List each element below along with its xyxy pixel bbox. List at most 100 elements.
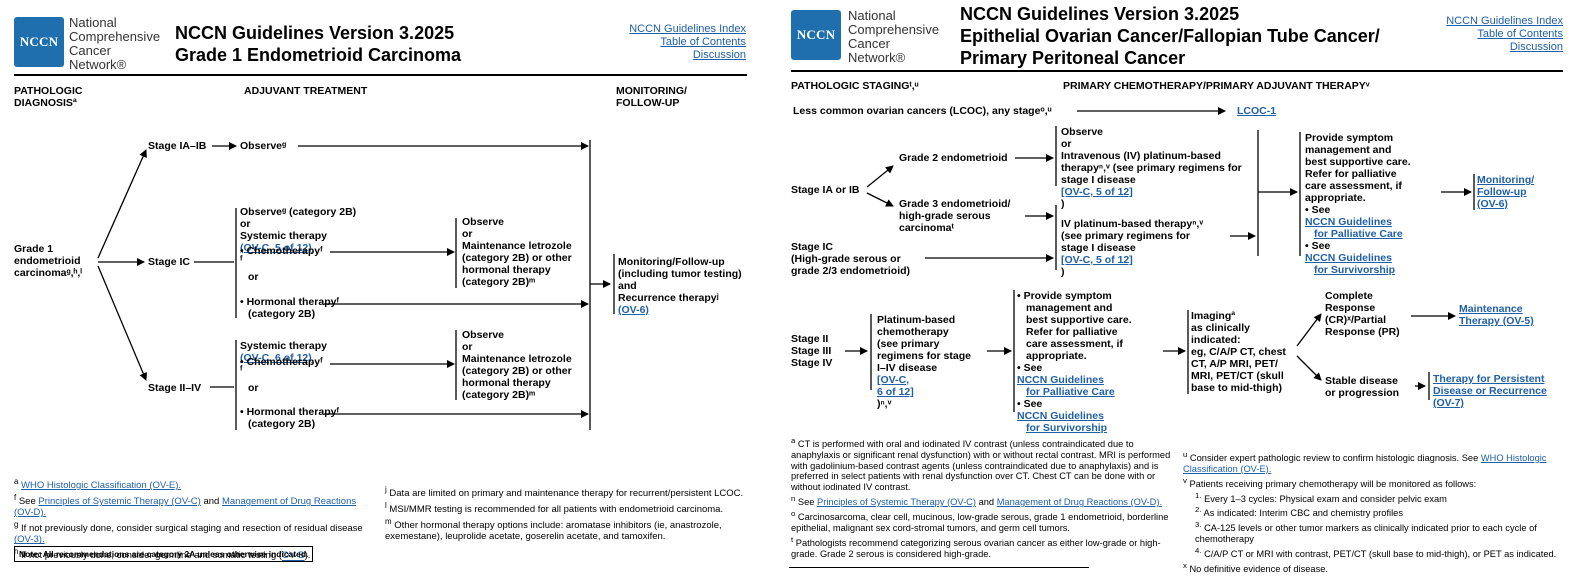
see-palliative: • See NCCN Guidelines: [1017, 362, 1132, 386]
fn-text: If not previously done, consider surgica…: [21, 523, 363, 535]
discussion-link[interactable]: Discussion: [1509, 41, 1563, 53]
symptom-line: appropriate.: [1026, 350, 1087, 362]
maint-line: hormonal therapy: [462, 377, 551, 389]
footnote-v2: 2. As indicated: Interim CBC and chemist…: [1195, 505, 1403, 519]
palliative-care-link[interactable]: for Palliative Care: [1026, 386, 1115, 398]
table-of-contents-link[interactable]: Table of Contents: [660, 36, 746, 48]
monitor-link-line[interactable]: Follow-up: [1477, 186, 1527, 198]
logo-text: NCCN: [19, 34, 59, 49]
persist-link-line[interactable]: Therapy for Persistent: [1433, 373, 1545, 385]
imaging-node: Imagingª as clinically indicated: eg, C/…: [1191, 310, 1286, 394]
stage-line: Stage II: [791, 333, 829, 345]
org-line: Comprehensive: [69, 29, 161, 44]
ov-c-6-link[interactable]: (OV-C, 6 of 12): [240, 352, 312, 364]
note-box: Note: All recommendations are category 2…: [14, 546, 314, 562]
palliative-care-link[interactable]: NCCN Guidelines: [1305, 216, 1392, 228]
survivorship-link[interactable]: NCCN Guidelines: [1017, 410, 1104, 422]
guidelines-index-link[interactable]: NCCN Guidelines Index: [1446, 15, 1563, 27]
monitor-line: and: [618, 280, 637, 292]
ov-6-link[interactable]: (OV-6): [618, 304, 649, 316]
ov-c-6-link[interactable]: 6 of 12]: [877, 386, 914, 398]
plat-line: chemotherapy: [877, 326, 949, 338]
grade3-line: high-grade serous: [899, 210, 991, 222]
obs-text: stage I disease: [1061, 174, 1136, 186]
symptom-line: best supportive care.: [1026, 314, 1132, 326]
guidelines-index-link[interactable]: NCCN Guidelines Index: [629, 23, 746, 35]
monitor-line: Monitoring/Follow-up: [618, 256, 725, 268]
footnote-v1: 1. Every 1–3 cycles: Physical exam and c…: [1195, 490, 1447, 504]
monitor-link-line[interactable]: Monitoring/: [1477, 174, 1535, 186]
iv-platinum-node: IV platinum-based therapyⁿ,ᵛ (see primar…: [1061, 218, 1203, 278]
monitoring-followup-link[interactable]: Monitoring/ Follow-up (OV-6): [1477, 174, 1534, 210]
palliative-care-link[interactable]: for Palliative Care: [1314, 228, 1403, 240]
symptom-care-node: Provide symptom management and best supp…: [1305, 132, 1411, 276]
platinum-chemo-node: Platinum-based chemotherapy (see primary…: [877, 314, 971, 410]
grade2-node: Grade 2 endometrioid: [899, 152, 1008, 164]
monitor-link-line[interactable]: (OV-6): [1477, 198, 1508, 210]
see-palliative: • See NCCN Guidelines: [1305, 204, 1411, 228]
drug-reactions-link[interactable]: Management of Drug Reactions (OV-D).: [996, 497, 1163, 508]
systemic-therapy-link[interactable]: Principles of Systemic Therapy (OV-C): [38, 496, 201, 508]
maint-link-line[interactable]: Maintenance: [1459, 303, 1523, 315]
imaging-line: CT, A/P MRI, PET/: [1191, 358, 1278, 370]
nav-links: NCCN Guidelines Index Table of Contents …: [600, 23, 746, 62]
complete-response-node: Complete Response (CR)ˣ/Partial Response…: [1325, 290, 1400, 338]
footnote-u: u Consider expert pathologic review to c…: [1183, 450, 1547, 474]
maintenance-block-ii: Observe or Maintenance letrozole (catego…: [462, 329, 572, 401]
maintenance-therapy-link[interactable]: Maintenance Therapy (OV-5): [1459, 303, 1534, 327]
arrow-stage1-grade2: [866, 165, 894, 188]
who-classification-link[interactable]: WHO Histologic Classification (OV-E).: [1183, 453, 1547, 474]
systemic-therapy-link[interactable]: Principles of Systemic Therapy (OV-C): [817, 497, 976, 508]
stable-line: Stable disease: [1325, 375, 1398, 387]
ii-chemo: • Chemotherapyᶠ: [240, 356, 323, 368]
footnote-v4: 4. C/A/P CT or MRI with contrast, PET/CT…: [1195, 546, 1557, 560]
maint-link-line[interactable]: Therapy (OV-5): [1459, 315, 1534, 327]
ov-c-6-link[interactable]: [OV-C,: [877, 374, 910, 386]
see-text: • See: [1305, 240, 1331, 252]
persist-link-line[interactable]: Disease or Recurrence: [1433, 385, 1547, 397]
imaging-line: indicated:: [1191, 334, 1241, 346]
hormonal-line: (category 2B): [248, 418, 316, 430]
title-line: Epithelial Ovarian Cancer/Fallopian Tube…: [960, 26, 1380, 46]
drug-reactions-link[interactable]: Management of Drug Reactions (OV-D).: [14, 496, 357, 519]
lcoc-1-link[interactable]: LCOC-1: [1237, 105, 1277, 117]
symptom-line: management and: [1305, 144, 1392, 156]
ov-3-link[interactable]: (OV-3).: [14, 534, 45, 546]
persistent-disease-link[interactable]: Therapy for Persistent Disease or Recurr…: [1433, 373, 1547, 409]
ov-c-5-link[interactable]: (OV-C, 5 of 12): [240, 242, 312, 254]
table-of-contents-link[interactable]: Table of Contents: [1477, 28, 1563, 40]
stage-ia-ib: Stage IA–IB: [148, 140, 207, 152]
obs-text: ): [1061, 198, 1065, 210]
symptom-line: Refer for palliative: [1305, 168, 1397, 180]
diag-line: endometrioid: [14, 255, 81, 267]
survivorship-link[interactable]: for Survivorship: [1026, 422, 1108, 434]
monitor-line: Recurrence therapyʲ: [618, 292, 719, 304]
footnote-g: g If not previously done, consider surgi…: [14, 520, 363, 546]
footnotes-left-col: a CT is performed with oral and iodinate…: [791, 436, 1171, 560]
header-divider: [791, 70, 1563, 72]
symptom-line: Refer for palliative: [1026, 326, 1118, 338]
fn-text: MSI/MMR testing is recommended for all p…: [389, 504, 724, 516]
col-adjuvant-treatment: ADJUVANT TREATMENT: [244, 85, 368, 97]
imaging-line: base to mid-thigh): [1191, 382, 1282, 394]
imaging-line: Imagingª: [1191, 310, 1236, 322]
col-line: FOLLOW-UP: [616, 97, 680, 109]
maint-line: (category 2B) or other: [462, 252, 572, 264]
ov-c-5-link[interactable]: [OV-C, 5 of 12]: [1061, 254, 1133, 266]
see-text: • See: [1305, 204, 1331, 216]
discussion-link[interactable]: Discussion: [692, 49, 746, 61]
diag-line: Grade 1: [14, 243, 54, 255]
ic-line: (High-grade serous or: [791, 253, 901, 265]
fn-text: Pathologists recommend categorizing sero…: [791, 537, 1161, 559]
palliative-care-link[interactable]: NCCN Guidelines: [1017, 374, 1104, 386]
imaging-line: MRI, PET/CT (skull: [1191, 370, 1284, 382]
persist-link-line[interactable]: (OV-7): [1433, 397, 1464, 409]
survivorship-link[interactable]: for Survivorship: [1314, 264, 1396, 276]
who-classification-link[interactable]: WHO Histologic Classification (OV-E).: [21, 480, 181, 492]
footnote-j: j Data are limited on primary and mainte…: [385, 485, 744, 500]
survivorship-link[interactable]: NCCN Guidelines: [1305, 252, 1392, 264]
ov-b-link[interactable]: OV-B: [281, 550, 305, 562]
stage-line: Stage III: [791, 345, 832, 357]
ov-c-5-link[interactable]: [OV-C, 5 of 12]: [1061, 186, 1133, 198]
observe-node: Observeᵍ: [240, 140, 287, 152]
